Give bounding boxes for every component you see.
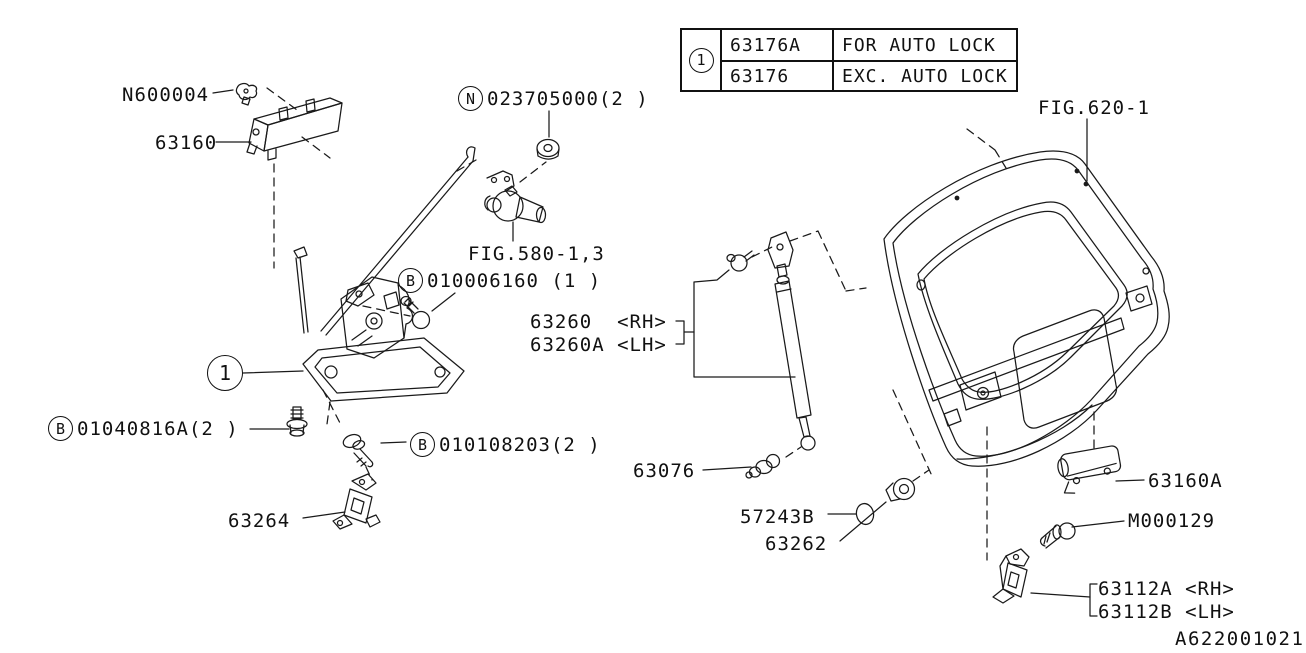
label-63112b-lh: 63112B <LH> <box>1098 601 1235 623</box>
plug-57243B-drawing <box>855 502 875 526</box>
bracket-63264-drawing <box>332 473 381 530</box>
label-fig620: FIG.620-1 <box>1038 97 1150 119</box>
back-door-panel-drawing <box>883 150 1170 467</box>
label-010108203: B 010108203(2 ) <box>410 432 601 457</box>
ref-table-balloon-cell: 1 <box>682 30 720 90</box>
label-63260-rh: 63260 <RH> <box>530 311 667 333</box>
label-63262: 63262 <box>765 533 828 555</box>
label-01040816a-text: 01040816A(2 ) <box>77 417 239 440</box>
striker-63112-drawing <box>992 548 1030 604</box>
ref-1-table-balloon: 1 <box>688 47 714 73</box>
clip-drawing <box>235 82 258 106</box>
handle-63160-drawing <box>246 97 343 161</box>
label-023705000-text: 023705000(2 ) <box>487 87 649 110</box>
ref-table-part-1: 63176A <box>720 30 832 60</box>
lock-actuator-drawing <box>484 170 547 224</box>
latch-assembly-drawing <box>302 276 465 402</box>
label-63260-lh: 63260A <LH> <box>530 334 667 356</box>
label-010108203-text: 010108203(2 ) <box>439 433 601 456</box>
drawing-number: A622001021 <box>1175 628 1305 650</box>
circled-b-icon: B <box>410 432 435 457</box>
ref-table-part-2: 63176 <box>720 60 832 90</box>
bolt-M000129-drawing <box>1039 522 1076 549</box>
label-63264: 63264 <box>228 510 291 532</box>
bolt-010006160-drawing <box>400 295 431 330</box>
circled-b-icon: B <box>48 416 73 441</box>
ref-table: 1 63176A FOR AUTO LOCK 63176 EXC. AUTO L… <box>680 28 1018 92</box>
ref-1-balloon: 1 <box>207 355 243 391</box>
label-63112a-rh: 63112A <RH> <box>1098 578 1235 600</box>
latch-rods-drawing <box>293 146 476 336</box>
circled-n-icon: N <box>458 86 483 111</box>
circled-b-icon: B <box>398 268 423 293</box>
label-023705000: N 023705000(2 ) <box>458 86 649 111</box>
label-63160: 63160 <box>155 132 218 154</box>
bolt-010108203-shank <box>353 448 374 468</box>
label-m000129: M000129 <box>1128 510 1216 532</box>
leader-lines <box>212 89 1145 617</box>
label-010006160-text: 010006160 (1 ) <box>427 269 602 292</box>
bolt-010108203-drawing <box>342 433 366 450</box>
dashed-lines <box>266 87 1095 561</box>
label-fig580: FIG.580-1,3 <box>468 243 605 265</box>
gas-stay-drawing <box>726 231 816 451</box>
label-63160a: 63160A <box>1148 470 1223 492</box>
ref-table-note-1: FOR AUTO LOCK <box>832 30 1016 60</box>
label-n600004: N600004 <box>122 84 210 106</box>
label-57243b: 57243B <box>740 506 815 528</box>
label-010006160: B 010006160 (1 ) <box>398 268 601 293</box>
bolt-01040816A-drawing <box>286 406 308 437</box>
ref-table-note-2: EXC. AUTO LOCK <box>832 60 1016 90</box>
garnish-63160A-drawing <box>1057 445 1122 494</box>
label-01040816a: B 01040816A(2 ) <box>48 416 239 441</box>
ball-stud-drawing <box>745 453 781 479</box>
grommet-63262-drawing <box>885 477 916 502</box>
nut-drawing <box>536 138 560 160</box>
label-63076: 63076 <box>633 460 696 482</box>
